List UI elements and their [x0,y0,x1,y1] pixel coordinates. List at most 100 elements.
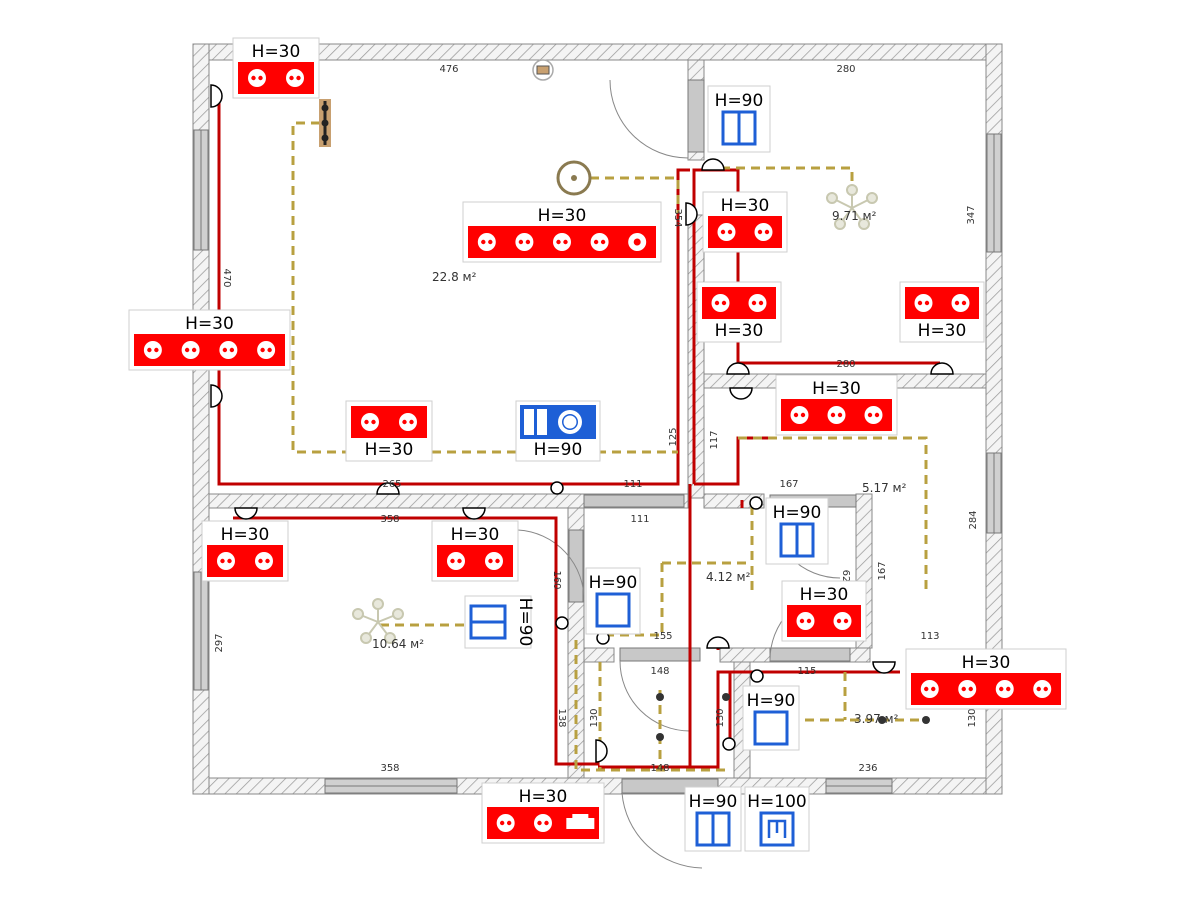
dim-117: 117 [709,430,720,449]
chandelier-icon [826,184,878,230]
socket-icon [790,406,809,424]
double-switch-icon [695,811,731,847]
dim-476: 476 [439,64,458,75]
dim-236: 236 [858,763,877,774]
area-bath: 5.17 м² [862,481,907,495]
socket-icon [920,680,939,698]
dim-167-b: 167 [877,561,888,580]
socket-icon [827,406,846,424]
dim-130-b: 130 [715,708,726,727]
junction-markers [210,84,954,763]
height-label: H=30 [221,525,270,545]
outlet-sw-center-outlet-card: H=30 [431,520,519,582]
dim-130-a: 130 [589,708,600,727]
dim-297: 297 [214,633,225,652]
outlet-hall-outlet-card: H=30 [781,580,867,642]
socket-icon [717,223,736,241]
area-bedroom-sw: 10.64 м² [372,637,424,651]
dim-125: 125 [668,427,679,446]
socket-icon [754,223,773,241]
socket-icon [485,552,503,570]
dim-470: 470 [221,268,232,287]
socket-icon [219,341,238,359]
socket-icon [864,406,883,424]
height-label: H=90 [589,573,638,593]
double-switch-icon [721,110,757,146]
chandelier-icon [352,598,404,644]
height-label: H=30 [451,525,500,545]
socket-icon [833,612,852,630]
height-label: H=90 [773,503,822,523]
dim-284: 284 [968,510,979,529]
outlet-tl-outlet-card: H=30 [232,37,320,99]
height-label: H=30 [918,321,967,341]
height-label: H=30 [519,787,568,807]
area-corridor: 3.97 м² [854,712,899,726]
dim-148-top: 148 [650,666,669,677]
dim-347: 347 [966,205,977,224]
dim-148-bottom: 148 [650,763,669,774]
socket-icon [496,814,515,832]
dim-358-bottom: 358 [380,763,399,774]
height-label: H=30 [538,206,587,226]
socket-icon [515,233,534,251]
light-wiring [291,121,928,772]
dim-111-a: 111 [623,479,642,490]
switch-bath-switch-card: H=90 [765,497,829,565]
socket-icon [914,294,933,312]
height-label: H=100 [747,792,806,812]
outlet-ne-right-outlet-card: H=30 [899,281,985,343]
socket-icon [995,680,1014,698]
outlet-living-center-outlet-card: H=30 [462,201,662,263]
socket-icon [958,680,977,698]
dim-138: 138 [556,708,567,727]
outlet-ne-mid-outlet-card: H=30 [696,281,782,343]
socket-icon [951,294,970,312]
outlet-entry-outlet-card: H=30 [481,782,605,844]
switch-sw-rotated-switch-card: H=90 [464,595,535,649]
socket-icon [534,814,552,832]
height-label: H=90 [747,691,796,711]
height-label: H=90 [534,440,583,460]
switch-m-icon [759,811,795,847]
switch-hall-switch-card: H=90 [585,567,641,635]
socket-icon [553,233,571,251]
socket-icon [399,413,417,431]
switch-ne-switch-card: H=90 [707,85,771,153]
socket-icon [217,552,235,570]
single-switch-icon [595,592,631,628]
outlet-bath-outlet-card: H=30 [775,374,898,436]
dim-167-a: 167 [779,479,798,490]
dim-115: 115 [797,666,816,677]
height-label: H=90 [689,792,738,812]
switch-entry-switch-card: H=90 [684,786,742,852]
dim-113: 113 [920,631,939,642]
area-hall: 4.12 м² [706,570,751,584]
socket-icon [143,341,162,359]
double-switch-icon [779,522,815,558]
height-label: H=30 [812,379,861,399]
outlet-living-bottom-outlet-card: H=30 [345,400,433,462]
dim-354: 354 [672,208,683,227]
single-switch-icon [753,710,789,746]
socket-icon [711,294,730,312]
outlet-sw-left-outlet-card: H=30 [201,520,289,582]
thermostat-icon [532,59,554,81]
socket-icon [748,294,767,312]
height-label: H=30 [962,653,1011,673]
height-label: H=30 [365,440,414,460]
socket-icon [248,69,266,87]
socket-icon [447,552,465,570]
socket-icon [257,341,276,359]
ceiling-light-icon [556,160,592,196]
socket-icon [286,69,304,87]
socket-icon [255,552,273,570]
dim-358-top: 358 [380,514,399,525]
double-switch-icon [469,604,507,640]
socket-icon [796,612,815,630]
socket-icon [361,413,379,431]
height-label: H=30 [185,314,234,334]
height-label: H=30 [721,196,770,216]
